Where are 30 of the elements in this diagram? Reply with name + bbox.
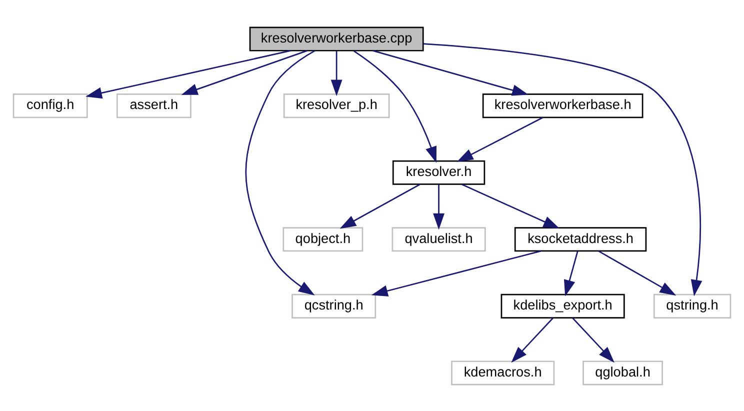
- arrow: [564, 250, 578, 296]
- node-box: kdemacros.h: [451, 360, 555, 385]
- arrow: [423, 42, 702, 296]
- arrow: [181, 50, 308, 94]
- arrow: [572, 317, 614, 362]
- node-box: qcstring.h: [292, 293, 376, 318]
- arrow: [330, 50, 342, 96]
- node-box: kdelibs_export.h: [500, 293, 625, 318]
- arrow: [511, 317, 554, 362]
- node-box: kresolver.h: [392, 160, 486, 184]
- arrow: [461, 183, 560, 228]
- node-box: kresolver_p.h: [283, 93, 390, 118]
- arrow: [340, 183, 420, 228]
- node-box: qvaluelist.h: [392, 226, 486, 252]
- node-box: kresolverworkerbase.h: [482, 93, 644, 118]
- node-box: qstring.h: [653, 293, 732, 318]
- arrow: [598, 250, 676, 296]
- node-box: kresolverworkerbase.cpp: [249, 26, 424, 51]
- arrow: [245, 50, 316, 295]
- node-box: ksocketaddress.h: [514, 226, 647, 252]
- arrow: [86, 50, 291, 98]
- node-box: qglobal.h: [582, 360, 663, 385]
- arrow: [433, 184, 445, 230]
- arrow: [456, 116, 544, 162]
- node-box: assert.h: [116, 93, 192, 118]
- arrow: [372, 50, 529, 96]
- node-box: config.h: [12, 93, 88, 118]
- arrow: [353, 50, 437, 162]
- node-box: qobject.h: [282, 226, 364, 252]
- arrow: [371, 250, 542, 296]
